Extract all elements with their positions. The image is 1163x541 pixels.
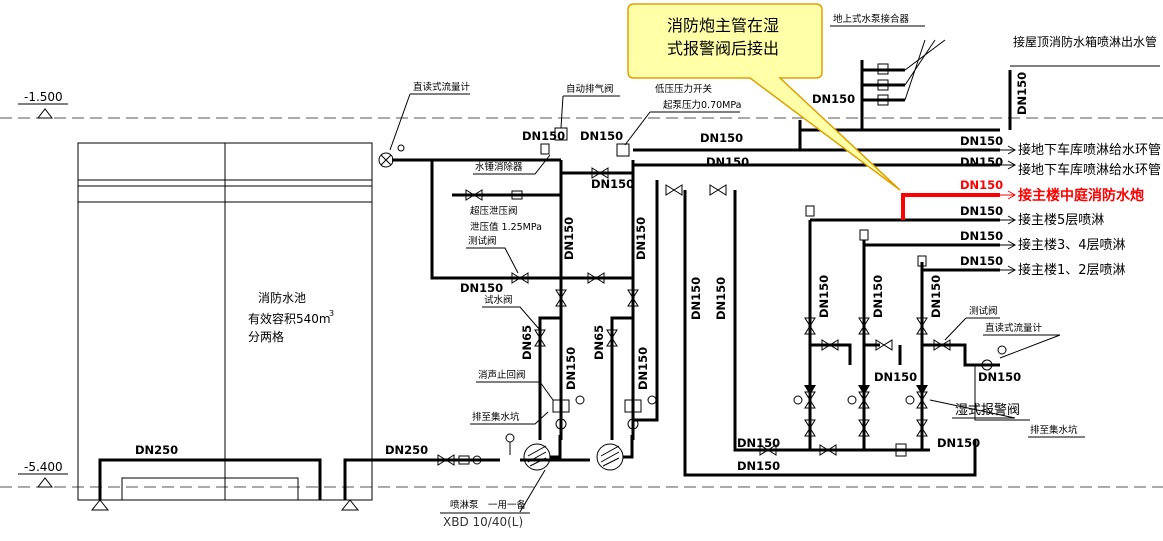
highlighted-monitor-pipe: [901, 193, 1000, 220]
dn-label-header-c: DN150: [591, 177, 634, 191]
dn-label-av-4: DN150: [874, 370, 917, 384]
dn-label-main-1: DN150: [700, 131, 743, 145]
dn-label-av-1: DN150: [817, 275, 831, 318]
dn-label-roof: DN150: [1015, 72, 1029, 115]
pump-discharge-risers: DN150 DN150 DN150 DN150 DN65 DN65: [520, 160, 657, 440]
outlet-4: DN150 接主楼5层喷淋: [960, 204, 1104, 228]
level-marker-top: -1.500: [0, 90, 1163, 119]
dn-label-riser-3: DN150: [564, 347, 578, 390]
dn-label-test-line: DN150: [460, 281, 503, 295]
outlet-dn: DN150: [960, 178, 1003, 192]
outlet-text: 接地下车库喷淋给水环管: [1018, 142, 1161, 158]
dn-label-suction-left: DN250: [135, 443, 178, 457]
callout-text: 消防炮主管在湿 式报警阀后接出: [632, 14, 814, 60]
outlet-text: 接地下车库喷淋给水环管: [1018, 162, 1161, 178]
outlet-6: DN150 接主楼1、2层喷淋: [960, 254, 1126, 278]
outlet-list: DN150 接地下车库喷淋给水环管 DN150 接地下车库喷淋给水环管 DN15…: [960, 134, 1161, 278]
label-trial-valve: 试水阀: [484, 294, 513, 306]
dn-label-bottom-2: DN150: [737, 459, 780, 473]
label-flowmeter-left: 直读式流量计: [413, 81, 471, 93]
outlet-3: DN150 接主楼中庭消防水炮: [960, 178, 1144, 204]
outlet-dn: DN150: [960, 155, 1003, 169]
dn-label-riser-2: DN150: [634, 217, 648, 260]
outlet-dn: DN150: [960, 254, 1003, 268]
fire-department-connection: 地上式水泵接合器: [830, 13, 946, 106]
dn-label-bottom-3: DN150: [937, 436, 980, 450]
outlet-dn: DN150: [960, 229, 1003, 243]
annotations: 直读式流量计 自动排气阀 低压压力开关 起泵压力0.70MPa 水锤消除器 超压…: [389, 34, 1157, 438]
pool-name: 消防水池: [258, 290, 306, 305]
fire-water-pool: 消防水池 有效容积540m 3 分两格: [77, 142, 373, 511]
fdc-label: 地上式水泵接合器: [833, 13, 910, 25]
label-water-hammer: 水锤消除器: [475, 161, 523, 173]
main-header-right: DN150 DN150 DN150 DN150: [633, 65, 1160, 169]
pool-capacity: 有效容积540m: [248, 311, 331, 326]
main-header-left: DN150 DN150 DN150 DN150: [378, 127, 634, 295]
dn-label-bottom-1: DN150: [737, 436, 780, 450]
label-drain-right: 排至集水坑: [1030, 424, 1078, 436]
dn-label-header-b: DN150: [580, 129, 623, 143]
dn-label-bypass-1: DN150: [689, 277, 703, 320]
outlet-text: 接主楼1、2层喷淋: [1018, 262, 1126, 278]
dn-label-riser-1: DN150: [562, 217, 576, 260]
callout-line-2: 式报警阀后接出: [666, 39, 779, 58]
level-bottom-label: -5.400: [24, 460, 63, 474]
suction-valves: [437, 433, 515, 466]
outlet-5: DN150 接主楼3、4层喷淋: [960, 229, 1126, 253]
dn-label-av-5: DN150: [978, 370, 1021, 384]
pool-compartments: 分两格: [248, 329, 284, 344]
dn-label-suction-right: DN250: [385, 443, 428, 457]
label-drain-left: 排至集水坑: [472, 411, 520, 423]
pump-model: XBD 10/40(L): [443, 515, 523, 529]
callout-line-1: 消防炮主管在湿: [666, 16, 779, 35]
outlet-text: 接主楼3、4层喷淋: [1018, 237, 1126, 253]
label-flowmeter-right: 直读式流量计: [985, 322, 1043, 334]
pump-label: 喷淋泵 一用一备: [450, 499, 527, 511]
dn-label-test-2: DN65: [592, 325, 606, 360]
level-marker-bottom: -5.400: [0, 460, 1163, 488]
dn-label-test-1: DN65: [520, 325, 534, 360]
label-test-valve-right: 测试阀: [969, 305, 998, 317]
dn-label-fdc: DN150: [812, 92, 855, 106]
pump-2: [596, 443, 624, 471]
dn-label-header-a: DN150: [522, 129, 565, 143]
label-relief-valve: 超压泄压阀: [470, 205, 518, 217]
outlet-text: 接主楼5层喷淋: [1018, 212, 1104, 228]
outlet-text: 接主楼中庭消防水炮: [1018, 187, 1144, 204]
callout-balloon: [627, 3, 901, 191]
outlet-dn: DN150: [960, 204, 1003, 218]
pump-1: [523, 443, 551, 471]
dn-label-av-2: DN150: [871, 275, 885, 318]
level-top-label: -1.500: [24, 90, 63, 104]
dn-label-bypass-2: DN150: [714, 277, 728, 320]
dn-label-main-2: DN150: [706, 155, 749, 169]
outlet-dn: DN150: [960, 134, 1003, 148]
pool-capacity-unit-sup: 3: [329, 309, 334, 318]
dn-label-av-3: DN150: [929, 275, 943, 318]
outlet-2: DN150 接地下车库喷淋给水环管: [960, 155, 1161, 178]
label-roof-tank: 接屋顶消防水箱喷淋出水管: [1013, 34, 1157, 49]
outlet-1: DN150 接地下车库喷淋给水环管: [960, 134, 1161, 158]
label-auto-vent: 自动排气阀: [566, 83, 614, 95]
label-test-valve-left: 测试阀: [468, 235, 497, 247]
label-relief-value: 泄压值 1.25MPa: [470, 221, 542, 233]
dn-label-riser-4: DN150: [636, 347, 650, 390]
label-alarm-valve: 湿式报警阀: [955, 402, 1020, 418]
label-silencer-check: 消声止回阀: [478, 369, 526, 381]
bypass-verticals: DN150 DN150 DN150 DN150 DN150: [633, 180, 980, 477]
label-low-pressure-switch: 低压压力开关: [655, 83, 713, 95]
label-start-pressure: 起泵压力0.70MPa: [663, 99, 741, 111]
suction-pipe: DN250 DN250: [98, 443, 590, 500]
